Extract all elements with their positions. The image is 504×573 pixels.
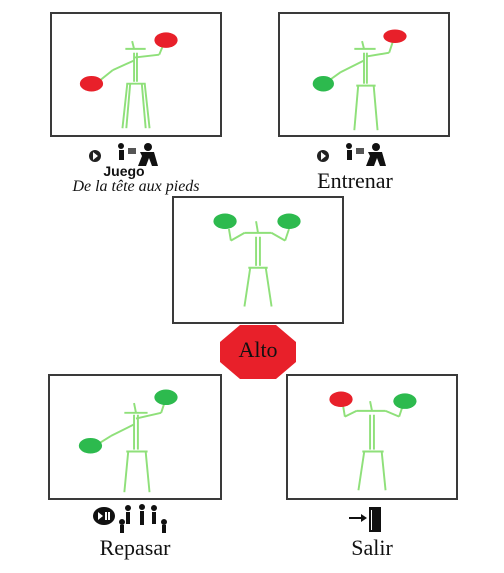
exit-icons xyxy=(345,504,385,534)
train-label[interactable]: Entrenar xyxy=(317,168,393,193)
stop-sign-icon xyxy=(220,325,296,379)
person-figures-icon xyxy=(118,143,158,166)
play-icon xyxy=(317,150,329,162)
play-pause-icon xyxy=(93,507,115,525)
target-ball-left xyxy=(329,391,353,407)
stick-figure xyxy=(329,391,417,491)
game-tile[interactable] xyxy=(50,12,222,137)
target-ball-right xyxy=(393,393,417,409)
stop-button[interactable]: Alto xyxy=(218,324,298,380)
stick-figure xyxy=(312,29,407,131)
review-icons xyxy=(92,504,176,534)
stick-figure xyxy=(213,213,301,307)
stop-tile[interactable] xyxy=(172,196,344,324)
review-label[interactable]: Repasar xyxy=(99,535,171,560)
exit-tile[interactable] xyxy=(286,374,458,500)
target-ball-left xyxy=(312,75,334,92)
target-ball-right xyxy=(154,389,178,406)
target-ball-right xyxy=(383,29,407,44)
target-ball-right xyxy=(277,213,301,229)
stick-figure xyxy=(79,32,178,129)
game-subtitle: De la tête aux pieds xyxy=(72,178,200,195)
people-group-icon xyxy=(119,504,167,533)
play-icon xyxy=(89,150,101,162)
game-label[interactable]: Juego xyxy=(103,163,145,179)
review-tile[interactable] xyxy=(48,374,222,500)
target-ball-left xyxy=(78,437,103,454)
person-figures-icon xyxy=(346,143,386,166)
target-ball-right xyxy=(154,32,178,48)
target-ball-left xyxy=(213,213,237,229)
exit-label[interactable]: Salir xyxy=(351,535,393,560)
game-icons xyxy=(88,142,160,168)
exit-door-icon xyxy=(349,507,381,532)
stick-figure xyxy=(78,389,178,493)
target-ball-left xyxy=(79,75,104,92)
train-icons xyxy=(316,142,388,168)
train-tile[interactable] xyxy=(278,12,450,137)
stop-label: Alto xyxy=(238,337,278,362)
